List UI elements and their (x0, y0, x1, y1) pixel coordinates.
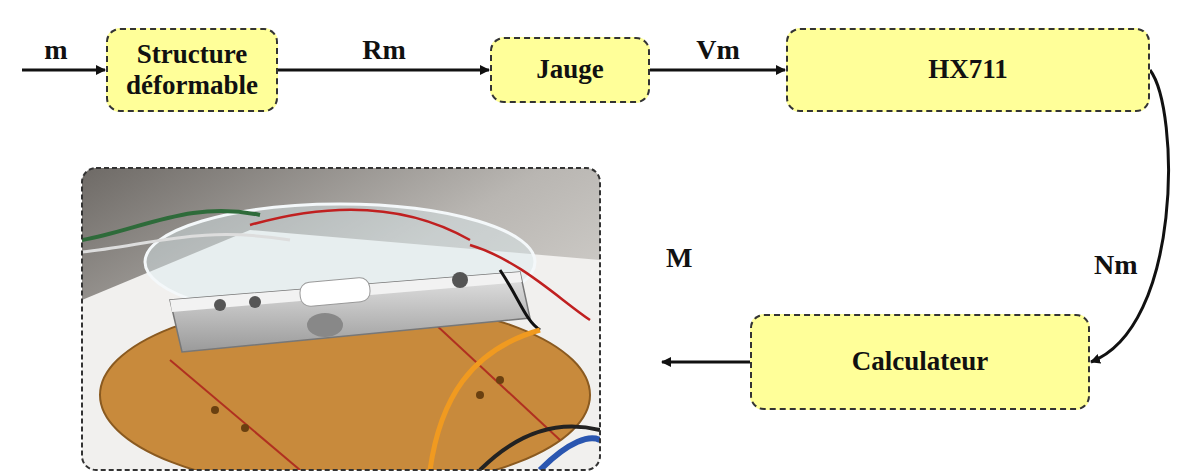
input-arrow (22, 69, 105, 72)
signal-name: Rm (362, 35, 406, 66)
signal-name: Nm (1094, 250, 1138, 281)
box-label: Structure déformable (122, 39, 262, 101)
process-box: Jauge (490, 37, 650, 103)
signal-arrow (278, 69, 489, 72)
output-arrow (662, 361, 750, 364)
box-label: Calculateur (852, 346, 988, 377)
signal-name: Vm (696, 35, 740, 66)
output-label: M (666, 243, 692, 274)
signal-arrow (1091, 70, 1169, 362)
process-box: Calculateur (750, 314, 1090, 410)
box-label: Jauge (536, 54, 604, 85)
input-label: m (44, 35, 67, 66)
box-label: HX711 (928, 54, 1008, 85)
signal-arrow (650, 69, 785, 72)
process-box: Structure déformable (106, 28, 278, 112)
process-box: HX711 (786, 28, 1150, 112)
